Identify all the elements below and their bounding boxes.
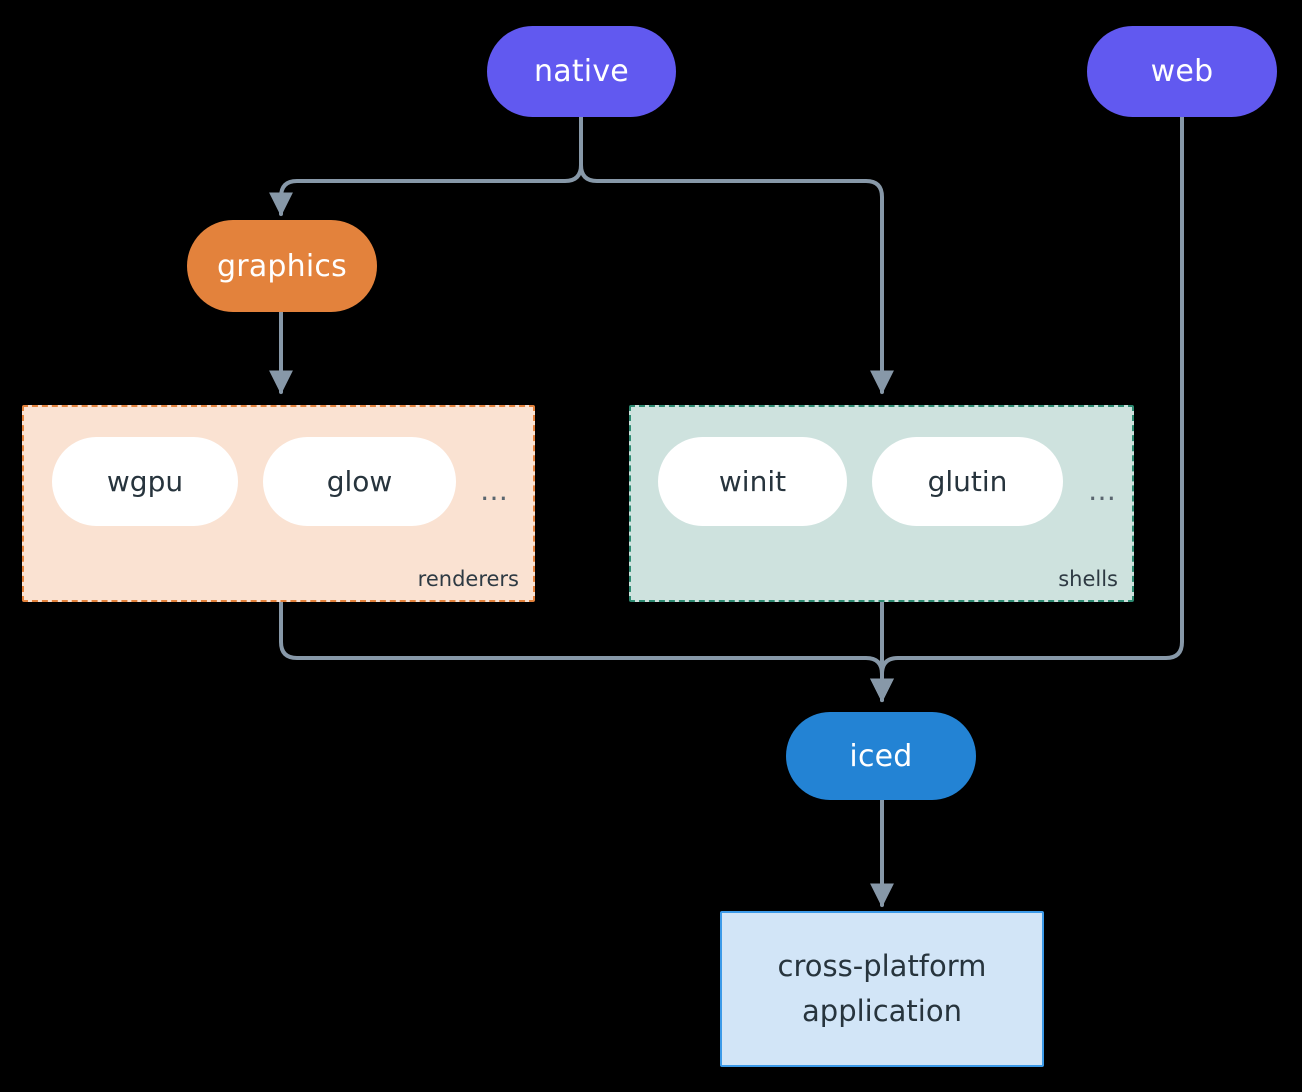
node-native-label: native [534,54,629,89]
list-item-winit[interactable]: winit [658,437,847,526]
edge-renderers-iced [279,600,894,703]
node-graphics[interactable]: graphics [187,220,377,312]
node-graphics-label: graphics [217,248,347,284]
renderers-overflow-ellipsis: … [480,474,508,507]
node-web-label: web [1150,54,1214,89]
edge-native-shells [579,115,894,395]
list-item-glow[interactable]: glow [263,437,456,526]
list-item-label: winit [718,465,787,498]
node-web[interactable]: web [1087,26,1277,117]
application-label-line1: cross-platform [777,949,987,984]
node-cross-platform-application[interactable]: cross-platform application [720,911,1044,1067]
cluster-renderers: wgpu glow … renderers [22,405,535,602]
list-item-label: glow [326,465,393,498]
node-native[interactable]: native [487,26,676,117]
node-iced-label: iced [849,738,913,774]
cluster-label-shells: shells [1058,567,1118,591]
edge-native-bus [269,115,583,217]
list-item-label: wgpu [106,465,184,498]
node-iced[interactable]: iced [786,712,976,800]
list-item-wgpu[interactable]: wgpu [52,437,238,526]
list-item-glutin[interactable]: glutin [872,437,1063,526]
cluster-label-renderers: renderers [417,567,519,591]
application-label-line2: application [802,994,962,1028]
shells-overflow-ellipsis: … [1088,474,1116,507]
cluster-shells: winit glutin … shells [629,405,1134,602]
list-item-label: glutin [927,465,1008,498]
